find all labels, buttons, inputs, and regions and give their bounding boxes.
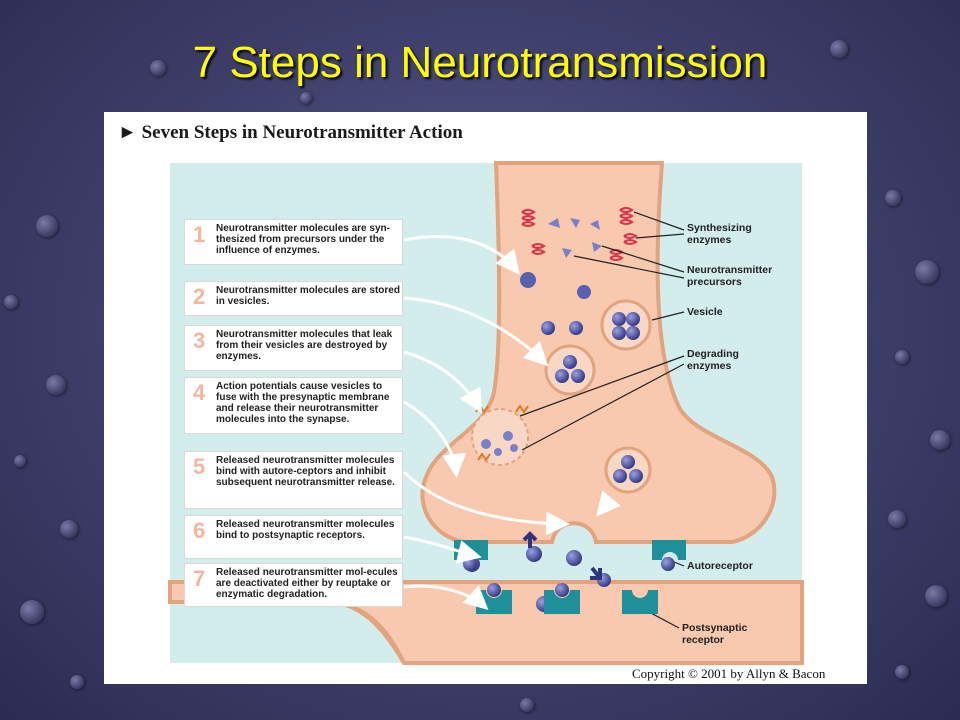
step-box-7: 7 Released neurotransmitter mol-ecules a…	[185, 564, 402, 606]
slide-title: 7 Steps in Neurotransmission	[192, 38, 768, 87]
step-text: Neurotransmitter molecules are stored in…	[216, 285, 400, 307]
background-dot	[20, 600, 44, 624]
step-text: Action potentials cause vesicles to fuse…	[216, 381, 390, 425]
step-number: 7	[193, 566, 206, 591]
step-number: 2	[193, 284, 206, 309]
autoreceptor	[652, 540, 686, 560]
label-synthesizing-enzymes: Synthesizing enzymes	[687, 222, 752, 246]
background-dot	[888, 510, 906, 528]
background-dot	[895, 665, 909, 679]
vesicle	[604, 446, 652, 494]
step-box-2: 2 Neurotransmitter molecules are stored …	[185, 282, 402, 315]
background-dot	[70, 675, 84, 689]
background-dot	[915, 260, 939, 284]
step-number: 4	[193, 380, 206, 405]
step-text: Neurotransmitter molecules that leak fro…	[216, 329, 393, 362]
background-dot	[925, 585, 947, 607]
background-dot	[14, 455, 26, 467]
background-dot	[830, 40, 848, 58]
vesicle	[600, 299, 652, 351]
vesicle	[544, 344, 596, 396]
step-box-1: 1 Neurotransmitter molecules are syn-the…	[185, 220, 402, 264]
step-text: Released neurotransmitter mol-ecules are…	[216, 567, 398, 600]
background-dot	[46, 375, 66, 395]
background-dot	[300, 92, 312, 104]
step-box-5: 5 Released neurotransmitter molecules bi…	[185, 452, 402, 508]
background-dot	[150, 60, 166, 76]
heading-arrow-icon: ►	[118, 122, 137, 143]
label-neurotransmitter-precursors: Neurotransmitter precursors	[687, 264, 773, 288]
background-dot	[930, 430, 950, 450]
step-number: 3	[193, 328, 206, 353]
copyright-notice: Copyright © 2001 by Allyn & Bacon	[632, 666, 826, 681]
step-box-4: 4 Action potentials cause vesicles to fu…	[185, 378, 402, 433]
background-dot	[36, 215, 58, 237]
neurotransmission-figure: ► Seven Steps in Neurotransmitter Action…	[104, 112, 867, 684]
background-dot	[60, 520, 78, 538]
step-text: Neurotransmitter molecules are syn-thesi…	[216, 223, 390, 256]
step-number: 5	[193, 454, 206, 479]
figure-heading-text: Seven Steps in Neurotransmitter Action	[141, 122, 463, 143]
step-text: Released neurotransmitter molecules bind…	[216, 519, 395, 541]
step-number: 1	[193, 222, 206, 247]
synthesizing-enzyme-group	[521, 207, 638, 261]
background-dot	[885, 190, 901, 206]
step-text: Released neurotransmitter molecules bind…	[216, 455, 395, 488]
background-dot	[4, 295, 18, 309]
postsynaptic-receptor	[622, 590, 658, 614]
precursor-group	[548, 218, 602, 258]
step-box-6: 6 Released neurotransmitter molecules bi…	[185, 516, 402, 558]
label-postsynaptic-receptor: Postsynaptic receptor	[682, 622, 748, 646]
step-number: 6	[193, 518, 206, 543]
background-dot	[520, 698, 534, 712]
step-box-3: 3 Neurotransmitter molecules that leak f…	[185, 326, 402, 370]
postsynaptic-receptor	[544, 590, 580, 614]
label-autoreceptor: Autoreceptor	[687, 560, 753, 572]
background-dot	[895, 350, 909, 364]
label-degrading-enzymes: Degrading enzymes	[687, 348, 739, 372]
label-vesicle: Vesicle	[687, 306, 723, 318]
figure-heading: ► Seven Steps in Neurotransmitter Action	[118, 122, 463, 144]
